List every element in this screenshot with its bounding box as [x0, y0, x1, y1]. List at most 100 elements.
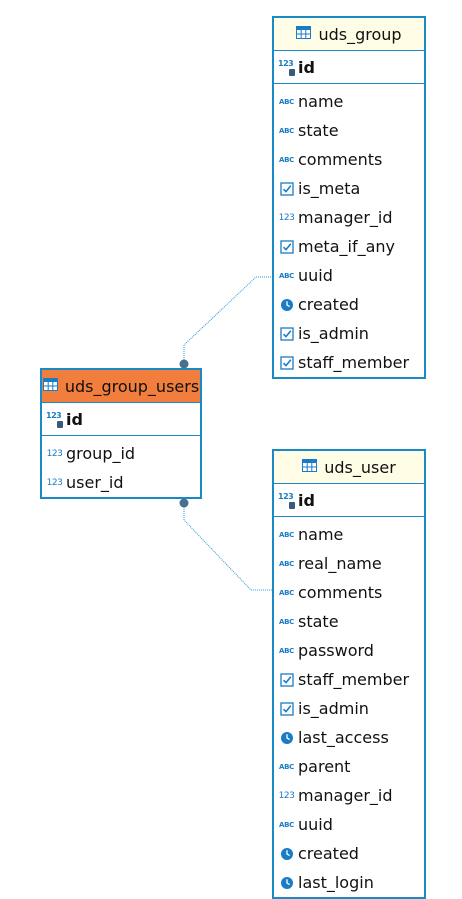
column-name: parent — [298, 757, 351, 776]
column-name: staff_member — [298, 353, 410, 372]
table-header[interactable]: uds_user — [274, 451, 424, 484]
primary-key-icon: 123 — [278, 492, 295, 509]
number-type-icon: 123 — [278, 212, 295, 223]
text-type-icon: ABC — [279, 271, 294, 280]
checkbox-type-icon — [278, 671, 295, 688]
relation-endpoint-group — [179, 359, 189, 369]
table-header[interactable]: uds_group — [274, 18, 424, 51]
column-name: last_access — [298, 728, 389, 747]
column-row[interactable]: staff_member — [274, 348, 424, 377]
primary-key-name: id — [298, 57, 315, 77]
text-type-icon: ABC — [279, 617, 294, 626]
checkbox-type-icon — [278, 700, 295, 717]
column-row[interactable]: ABC parent — [274, 752, 424, 781]
column-name: last_login — [298, 873, 374, 892]
text-type-icon: ABC — [279, 559, 294, 568]
column-name: password — [298, 641, 374, 660]
column-name: group_id — [66, 444, 136, 463]
primary-key-icon: 123 — [46, 411, 63, 428]
table-name: uds_group — [318, 24, 402, 44]
column-name: manager_id — [298, 208, 393, 227]
column-name: state — [298, 121, 339, 140]
datetime-type-icon — [278, 874, 295, 891]
text-type-icon: ABC — [279, 97, 294, 106]
column-row[interactable]: is_meta — [274, 174, 424, 203]
column-row[interactable]: ABC state — [274, 607, 424, 636]
relation-line-group — [183, 276, 276, 364]
primary-key-name: id — [66, 409, 83, 429]
column-name: name — [298, 525, 344, 544]
column-name: meta_if_any — [298, 237, 395, 256]
column-row[interactable]: ABC name — [274, 87, 424, 116]
text-type-icon: ABC — [279, 820, 294, 829]
number-type-icon: 123 — [278, 790, 295, 801]
text-type-icon: ABC — [279, 646, 294, 655]
column-row[interactable]: meta_if_any — [274, 232, 424, 261]
column-row[interactable]: ABC uuid — [274, 261, 424, 290]
column-row[interactable]: ABC real_name — [274, 549, 424, 578]
checkbox-type-icon — [278, 354, 295, 371]
text-type-icon: ABC — [279, 588, 294, 597]
relation-endpoint-user — [179, 498, 189, 508]
column-row[interactable]: created — [274, 839, 424, 868]
column-name: uuid — [298, 815, 333, 834]
column-name: uuid — [298, 266, 333, 285]
column-name: name — [298, 92, 344, 111]
relation-line-user — [183, 503, 276, 591]
table-icon — [42, 377, 60, 395]
table-name: uds_group_users — [64, 376, 200, 396]
column-name: real_name — [298, 554, 382, 573]
column-row[interactable]: last_access — [274, 723, 424, 752]
primary-key-icon: 123 — [278, 59, 295, 76]
text-type-icon: ABC — [279, 762, 294, 771]
column-name: is_admin — [298, 699, 369, 718]
column-name: user_id — [66, 473, 124, 492]
number-type-icon: 123 — [46, 448, 63, 459]
column-name: manager_id — [298, 786, 393, 805]
datetime-type-icon — [278, 845, 295, 862]
text-type-icon: ABC — [279, 530, 294, 539]
column-name: is_meta — [298, 179, 361, 198]
column-name: is_admin — [298, 324, 369, 343]
column-row[interactable]: is_admin — [274, 694, 424, 723]
column-row[interactable]: last_login — [274, 868, 424, 897]
column-name: created — [298, 844, 359, 863]
table-header[interactable]: uds_group_users — [42, 370, 200, 403]
primary-key-name: id — [298, 490, 315, 510]
number-type-icon: 123 — [46, 477, 63, 488]
datetime-type-icon — [278, 729, 295, 746]
column-name: staff_member — [298, 670, 410, 689]
column-row[interactable]: ABC uuid — [274, 810, 424, 839]
datetime-type-icon — [278, 296, 295, 313]
table-icon — [302, 458, 319, 476]
column-name: comments — [298, 150, 383, 169]
table-name: uds_user — [324, 457, 396, 477]
column-row[interactable]: created — [274, 290, 424, 319]
text-type-icon: ABC — [279, 126, 294, 135]
column-name: state — [298, 612, 339, 631]
checkbox-type-icon — [278, 325, 295, 342]
column-name: comments — [298, 583, 383, 602]
column-row[interactable]: ABC name — [274, 520, 424, 549]
column-row[interactable]: ABC state — [274, 116, 424, 145]
checkbox-type-icon — [278, 180, 295, 197]
column-row[interactable]: ABC password — [274, 636, 424, 665]
column-row[interactable]: is_admin — [274, 319, 424, 348]
column-row[interactable]: ABC comments — [274, 578, 424, 607]
column-row[interactable]: staff_member — [274, 665, 424, 694]
